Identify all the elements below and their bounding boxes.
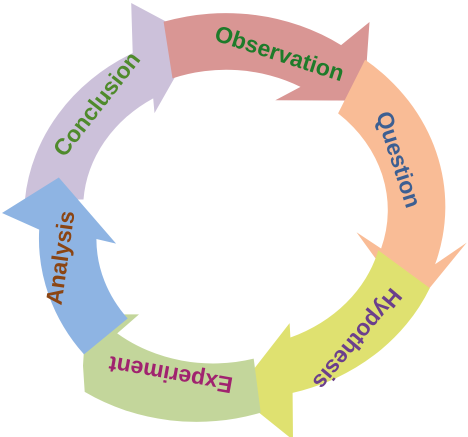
arrow-experiment (83, 314, 261, 422)
arrow-question (338, 59, 467, 310)
arrow-analysis (2, 177, 128, 355)
arrow-conclusion (24, 3, 198, 200)
arrow-hypothesis (235, 250, 430, 437)
arrow-observation (163, 13, 370, 101)
